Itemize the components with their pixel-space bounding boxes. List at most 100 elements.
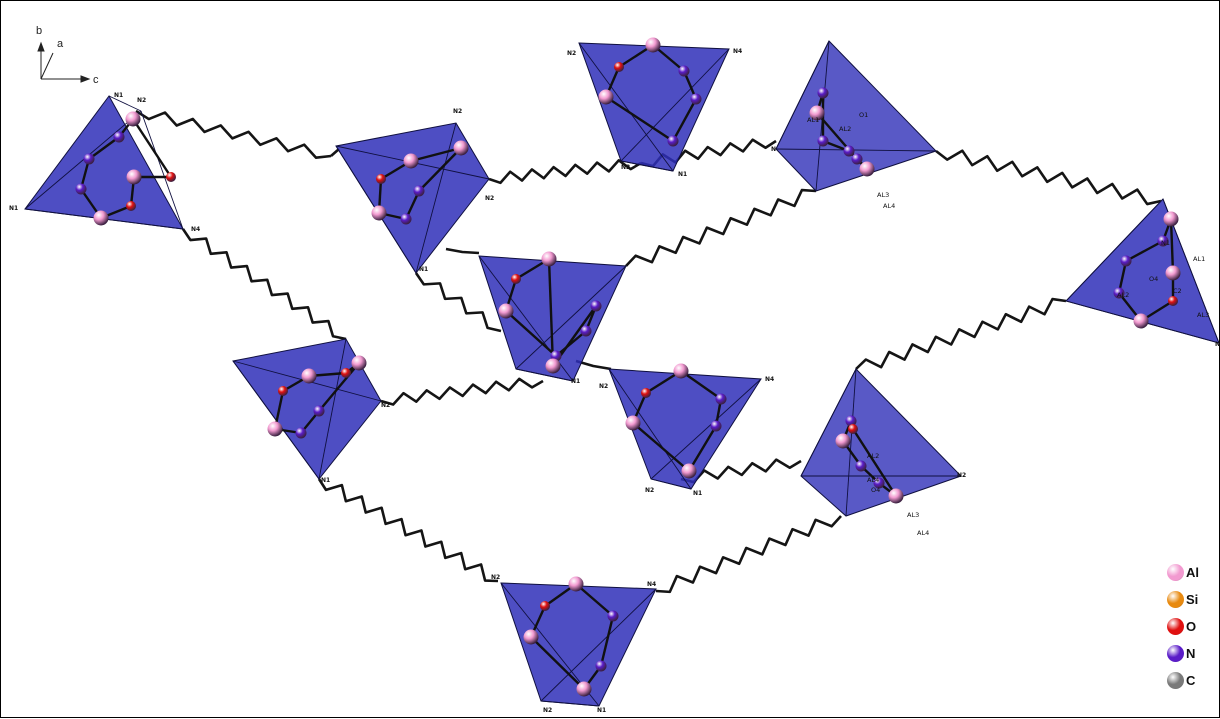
al-atom [453,140,469,156]
n-atom [667,135,679,147]
n-atom [817,135,829,147]
legend-label: Si [1186,592,1199,607]
atom-label: AL4 [867,476,879,484]
legend-item-si: Si [1167,586,1219,613]
linker-chains [135,109,1162,594]
atom-label: N1 [678,171,687,178]
al-atom [125,111,141,127]
tetrahedron-edge [650,478,692,490]
al-atom [498,303,514,319]
linker-chain [317,478,499,583]
atom-label: AL3 [877,191,889,199]
atom-label: N1 [114,92,123,99]
atom-label: N2 [621,164,630,171]
n-atom [313,405,325,417]
bond [88,136,120,160]
tetrahedron-edge [775,148,937,152]
al-atom [1133,313,1149,329]
c-axis-arrow-icon [80,75,91,83]
atom-label: AL4 [917,529,929,537]
tetrahedron-5 [1065,198,1220,344]
n-atom [1120,255,1132,267]
n-atom [595,660,607,672]
al-atom [598,89,614,105]
n-atom [855,460,867,472]
bond [605,95,674,143]
al-atom [576,681,592,697]
b-axis-label: b [36,25,42,37]
legend-label: O [1186,619,1197,634]
atom-label: N2 [567,50,576,57]
al-atom [523,629,539,645]
al-atom [351,355,367,371]
o-atom [376,174,386,184]
atom-label: N4 [765,376,774,383]
a-axis-line [40,52,54,80]
linker-chain [935,149,1162,206]
n-atom [873,477,885,489]
n-atom [413,185,425,197]
al-atom [93,210,109,226]
al-atom [1165,265,1181,281]
n-atom [590,300,602,312]
tetrahedron-edge [650,378,762,480]
atom-label: N1 [693,490,702,497]
atom-label: N4 [733,48,742,55]
legend-item-n: N [1167,640,1219,667]
al-atom [681,463,697,479]
o-atom [341,368,351,378]
tetrahedron-edge [620,160,674,172]
al-atom [541,251,557,267]
linker-chain [181,228,347,341]
tetrahedron-edge [318,338,347,480]
o-atom-icon [1167,618,1184,635]
n-atom [710,420,722,432]
tetrahedron-edge [540,700,600,707]
atom-label: N1 [9,205,18,212]
bond [555,330,587,357]
al-atom [403,153,419,169]
atom-label: O1 [859,111,868,119]
tetrahedron-face [775,40,937,192]
bond [418,147,462,192]
linker-chain [488,159,642,185]
atom-label: N [771,146,776,153]
tetrahedron-1 [24,95,184,230]
bond [599,615,615,667]
o-atom [166,172,176,182]
atom-label: N1 [419,266,428,273]
bond [410,146,462,163]
linker-chain [330,148,340,157]
n-atom [843,145,855,157]
bond [131,118,173,178]
n-atom [607,610,619,622]
atom-label: AL2 [839,125,851,133]
atom-label: N2 [645,487,654,494]
c-axis-label: c [93,74,99,86]
atom-label: AL3 [1197,311,1209,319]
o-atom [126,201,136,211]
tetrahedron-6 [478,251,627,382]
tetrahedron-face [578,42,730,172]
o-atom [511,274,521,284]
element-legend: Al Si O N C [1167,559,1219,694]
tetrahedron-edge [108,95,142,112]
legend-label: Al [1186,565,1199,580]
n-atom [851,153,863,165]
bond [575,583,614,617]
linker-chain [414,272,502,333]
o-atom [1168,296,1178,306]
bond [687,425,718,472]
n-atom [295,427,307,439]
o-atom [848,424,858,434]
n-atom [1113,287,1125,299]
tetrahedron-edge [800,368,857,477]
linker-chain [655,515,842,594]
atom-label: N2 [137,97,146,104]
n-atom [580,325,592,337]
linker-chain [855,297,1067,370]
atom-label: O4 [871,486,880,494]
atom-label: AL4 [883,202,895,210]
atom-label: N2 [543,707,552,714]
